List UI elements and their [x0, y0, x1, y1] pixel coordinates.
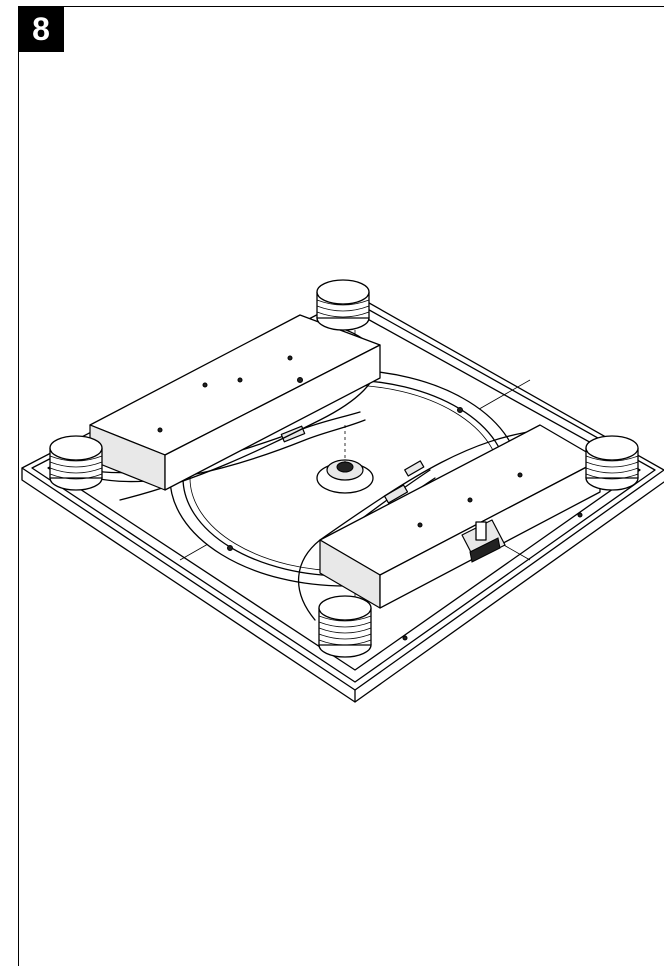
foot-top — [316, 279, 370, 331]
fasteners — [202, 377, 583, 641]
foot-right — [585, 435, 639, 491]
latch-mechanism — [461, 519, 506, 563]
foot-left — [49, 435, 103, 491]
foot-bottom — [318, 595, 372, 658]
left-crossbeam — [89, 314, 381, 491]
page-frame — [18, 6, 664, 966]
step-number-badge: 8 — [18, 6, 64, 52]
center-hub — [316, 425, 374, 494]
